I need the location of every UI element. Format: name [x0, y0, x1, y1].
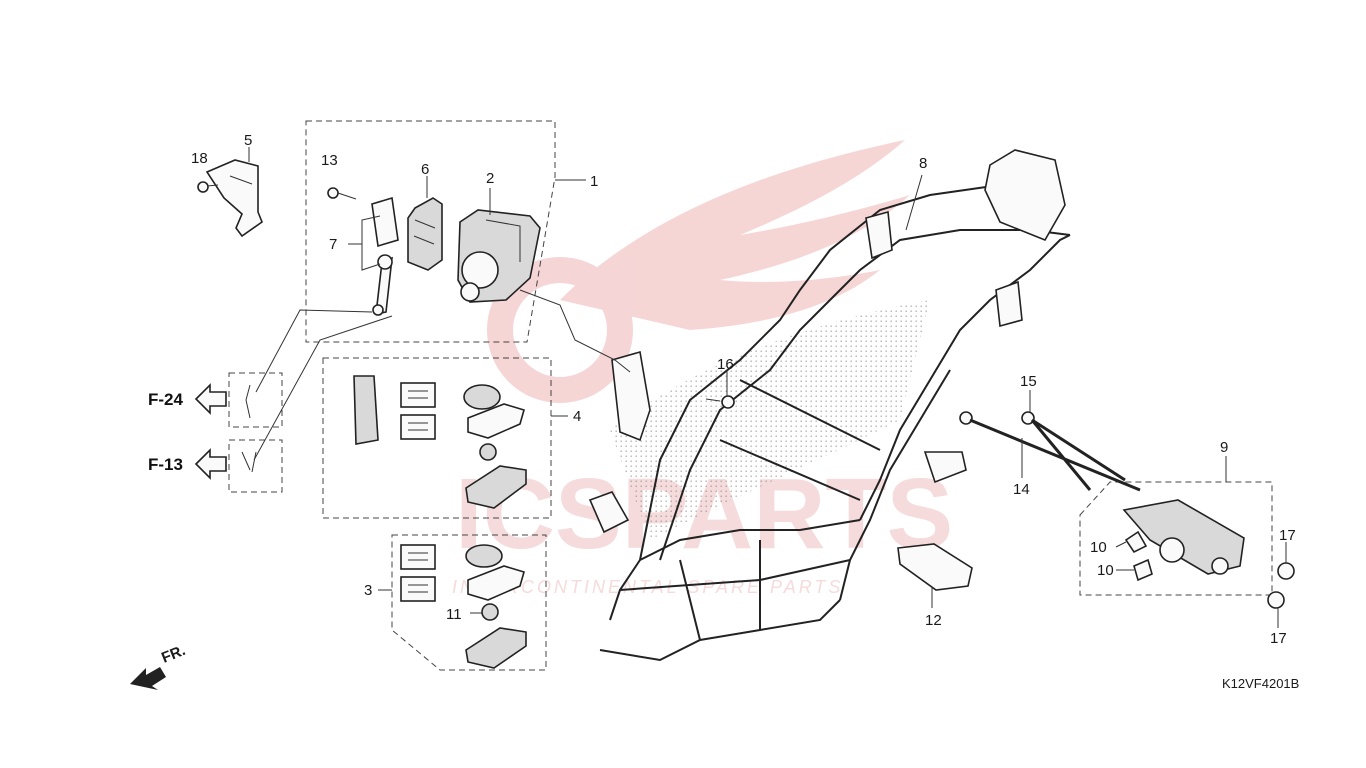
callout-6[interactable]: 6: [421, 161, 429, 178]
front-direction-arrow: [130, 667, 166, 690]
part-8-main-frame: [588, 149, 1071, 662]
callout-18[interactable]: 18: [191, 150, 208, 167]
part-17-nut-upper: [1277, 562, 1295, 580]
part-16-bolt: [705, 395, 735, 409]
group-box-1: [305, 120, 556, 343]
part-5-bracket: [205, 159, 263, 238]
callout-8[interactable]: 8: [919, 155, 927, 172]
callout-9[interactable]: 9: [1220, 439, 1228, 456]
callout-10-lower[interactable]: 10: [1097, 562, 1114, 579]
group-box-9: [1079, 481, 1273, 596]
harness-line-switch: [519, 289, 631, 373]
ref-arrow-f24: [194, 383, 227, 415]
part-13-screw: [327, 187, 357, 200]
front-label: FR.: [159, 642, 188, 667]
harness-line-f13: [253, 315, 393, 461]
callout-16[interactable]: 16: [717, 356, 734, 373]
callout-14[interactable]: 14: [1013, 481, 1030, 498]
part-7-linkage: [371, 196, 399, 316]
shading-stipple: [610, 300, 930, 540]
part-2-ignition-switch: [457, 209, 541, 303]
part-14-long-bolt: [959, 411, 1141, 492]
ref-label-f13[interactable]: F-13: [148, 455, 183, 474]
watermark-wing-logo: [487, 140, 910, 403]
callout-7[interactable]: 7: [329, 236, 337, 253]
callout-10-upper[interactable]: 10: [1090, 539, 1107, 556]
callout-17-upper[interactable]: 17: [1279, 527, 1296, 544]
drawing-code: K12VF4201B: [1222, 676, 1299, 691]
callout-3[interactable]: 3: [364, 582, 372, 599]
leader-lines: [248, 147, 1287, 628]
callout-2[interactable]: 2: [486, 170, 494, 187]
part-18-screw: [197, 181, 219, 193]
callout-5[interactable]: 5: [244, 132, 252, 149]
ref-label-f24[interactable]: F-24: [148, 390, 184, 409]
part-6-switch-unit: [407, 197, 443, 271]
part-12-plate: [897, 543, 973, 591]
callout-15[interactable]: 15: [1020, 373, 1037, 390]
ref-box-f24: [228, 372, 283, 428]
callout-17-lower[interactable]: 17: [1270, 630, 1287, 647]
harness-line-f24: [255, 309, 373, 393]
part-3-key-set: [400, 544, 527, 669]
group-box-4: [322, 357, 552, 519]
callout-11[interactable]: 11: [446, 606, 462, 623]
callout-12[interactable]: 12: [925, 612, 942, 629]
ref-arrow-f13: [194, 448, 227, 480]
callout-4[interactable]: 4: [573, 408, 581, 425]
ref-box-f13: [228, 439, 283, 493]
part-17-nut-lower: [1267, 591, 1285, 609]
group-box-3: [391, 534, 547, 671]
part-4-key-set: [353, 375, 527, 509]
callout-13[interactable]: 13: [321, 152, 338, 169]
part-9-hanger: [1122, 499, 1245, 582]
part-15-long-bolt: [1021, 411, 1126, 491]
callout-1[interactable]: 1: [590, 173, 598, 190]
